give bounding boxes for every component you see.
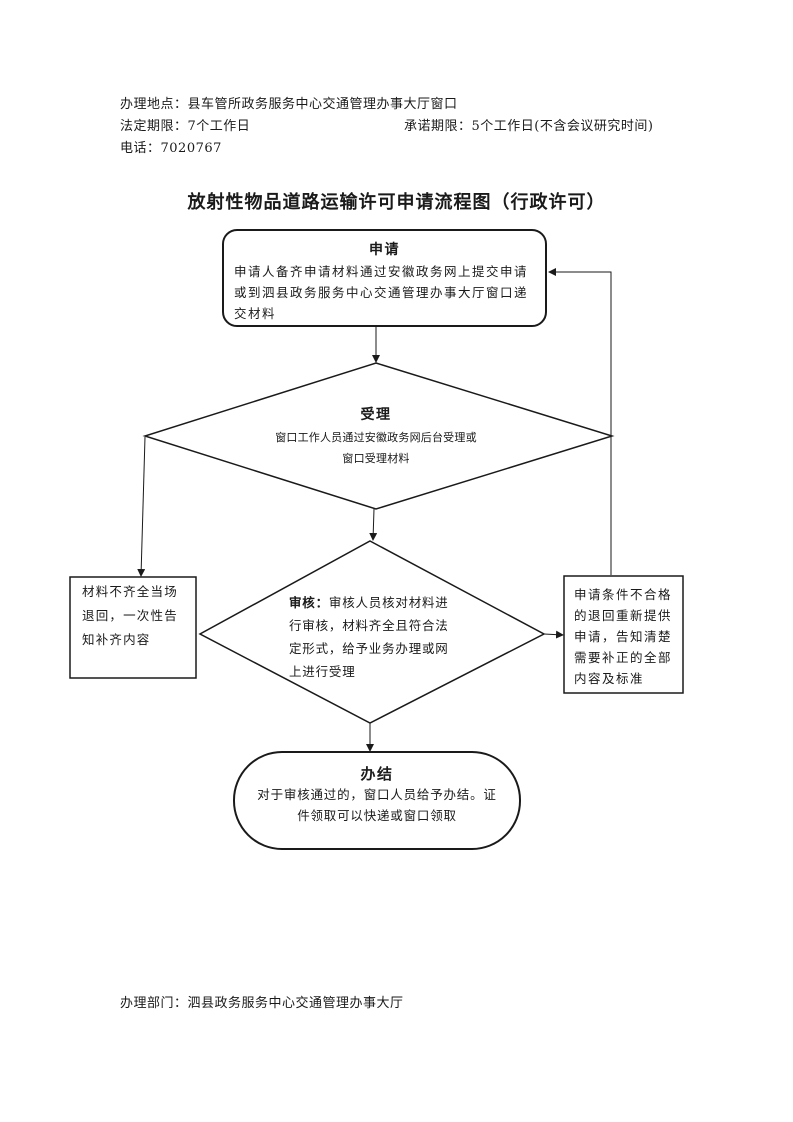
review-title: 审核：	[289, 595, 329, 610]
incomplete-box	[69, 576, 197, 679]
arrow-review-to-reject	[543, 630, 564, 639]
legal-period-text: 法定期限：7个工作日	[120, 119, 251, 134]
accept-line1: 窗口工作人员通过安徽政务网后台受理或	[275, 431, 477, 444]
arrow-reject-to-apply	[548, 268, 612, 575]
arrow-accept-to-incomplete	[137, 436, 146, 577]
finish-title: 办结	[360, 765, 394, 783]
finish-line2: 件领取可以快递或窗口领取	[297, 808, 457, 823]
apply-box	[222, 229, 547, 327]
location-text: 办理地点：县车管所政务服务中心交通管理办事大厅窗口	[120, 97, 458, 112]
page-title: 放射性物品道路运输许可申请流程图（行政许可）	[187, 192, 606, 213]
accept-diamond	[142, 362, 615, 510]
finish-terminal	[233, 751, 521, 850]
apply-title: 申请	[369, 242, 400, 258]
arrow-accept-to-review	[369, 508, 378, 541]
promised-period-text: 承诺期限：5个工作日(不含会议研究时间)	[404, 119, 654, 134]
incomplete-text: 材料不齐全当场退回，一次性告知补齐内容	[82, 584, 178, 647]
apply-text: 申请人备齐申请材料通过安徽政务网上提交申请或到泗县政务服务中心交通管理办事大厅窗…	[234, 264, 529, 321]
phone-text: 电话：7020767	[120, 141, 222, 156]
reject-box	[563, 575, 684, 694]
accept-title: 受理	[360, 407, 392, 423]
accept-line2: 窗口受理材料	[342, 452, 410, 465]
finish-line1: 对于审核通过的，窗口人员给予办结。证	[257, 787, 497, 802]
department-text: 办理部门：泗县政务服务中心交通管理办事大厅	[120, 996, 404, 1011]
review-body: 审核人员核对材料进行审核，材料齐全且符合法定形式，给予业务办理或网上进行受理	[289, 595, 449, 679]
reject-text: 申请条件不合格的退回重新提供申请，告知清楚需要补正的全部内容及标准	[574, 587, 673, 686]
review-text: 审核：审核人员核对材料进行审核，材料齐全且符合法定形式，给予业务办理或网上进行受…	[289, 591, 461, 683]
